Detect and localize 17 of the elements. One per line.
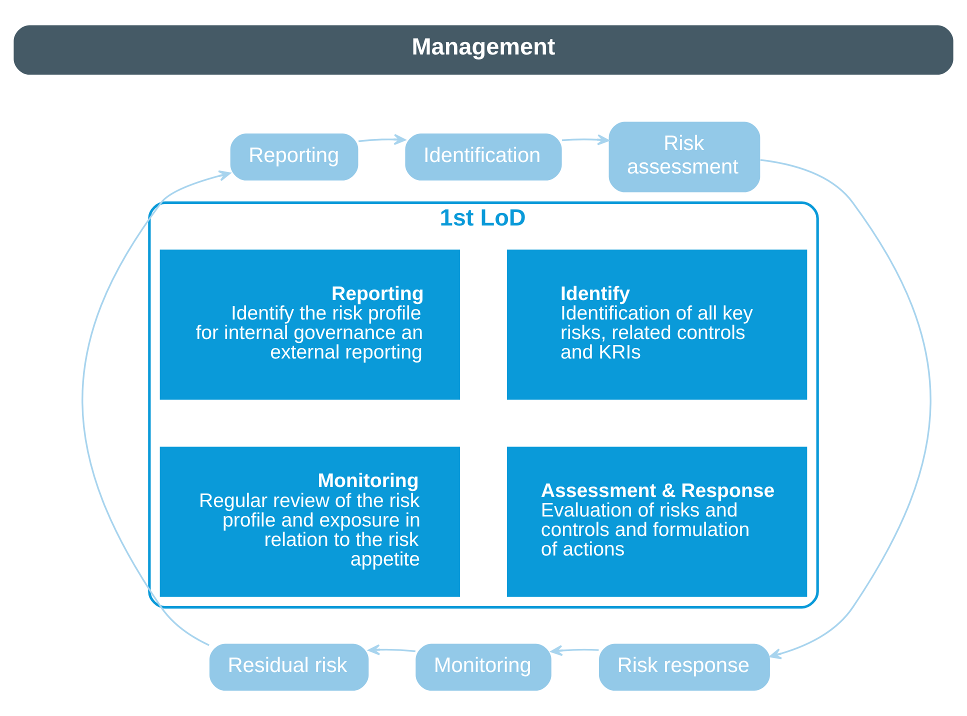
arrow — [368, 644, 416, 656]
node-box: Reporting — [230, 134, 358, 181]
arrow — [760, 159, 932, 660]
node-box: Assessment & Response Evaluation of risks and controls and formulation of actions — [507, 446, 808, 597]
arrow — [358, 134, 406, 146]
node-box: Management — [14, 25, 954, 75]
arrow — [82, 170, 231, 646]
node-box: Identify Identification of all key risks, related controls and KRIs — [507, 250, 808, 400]
arrow — [550, 645, 599, 656]
node-box: Monitoring — [416, 644, 552, 691]
arrow — [562, 134, 610, 146]
node-box: Risk assessment — [608, 122, 760, 192]
node-box: Residual risk — [209, 644, 369, 691]
node-box: Monitoring Regular review of the risk profile and exposure in relation to the risk appetite — [160, 446, 460, 597]
node-box: Risk response — [599, 644, 770, 691]
node-box: Reporting Identify the risk profile for internal governance an external reporting — [160, 250, 460, 400]
node-box: Identification — [405, 134, 562, 181]
